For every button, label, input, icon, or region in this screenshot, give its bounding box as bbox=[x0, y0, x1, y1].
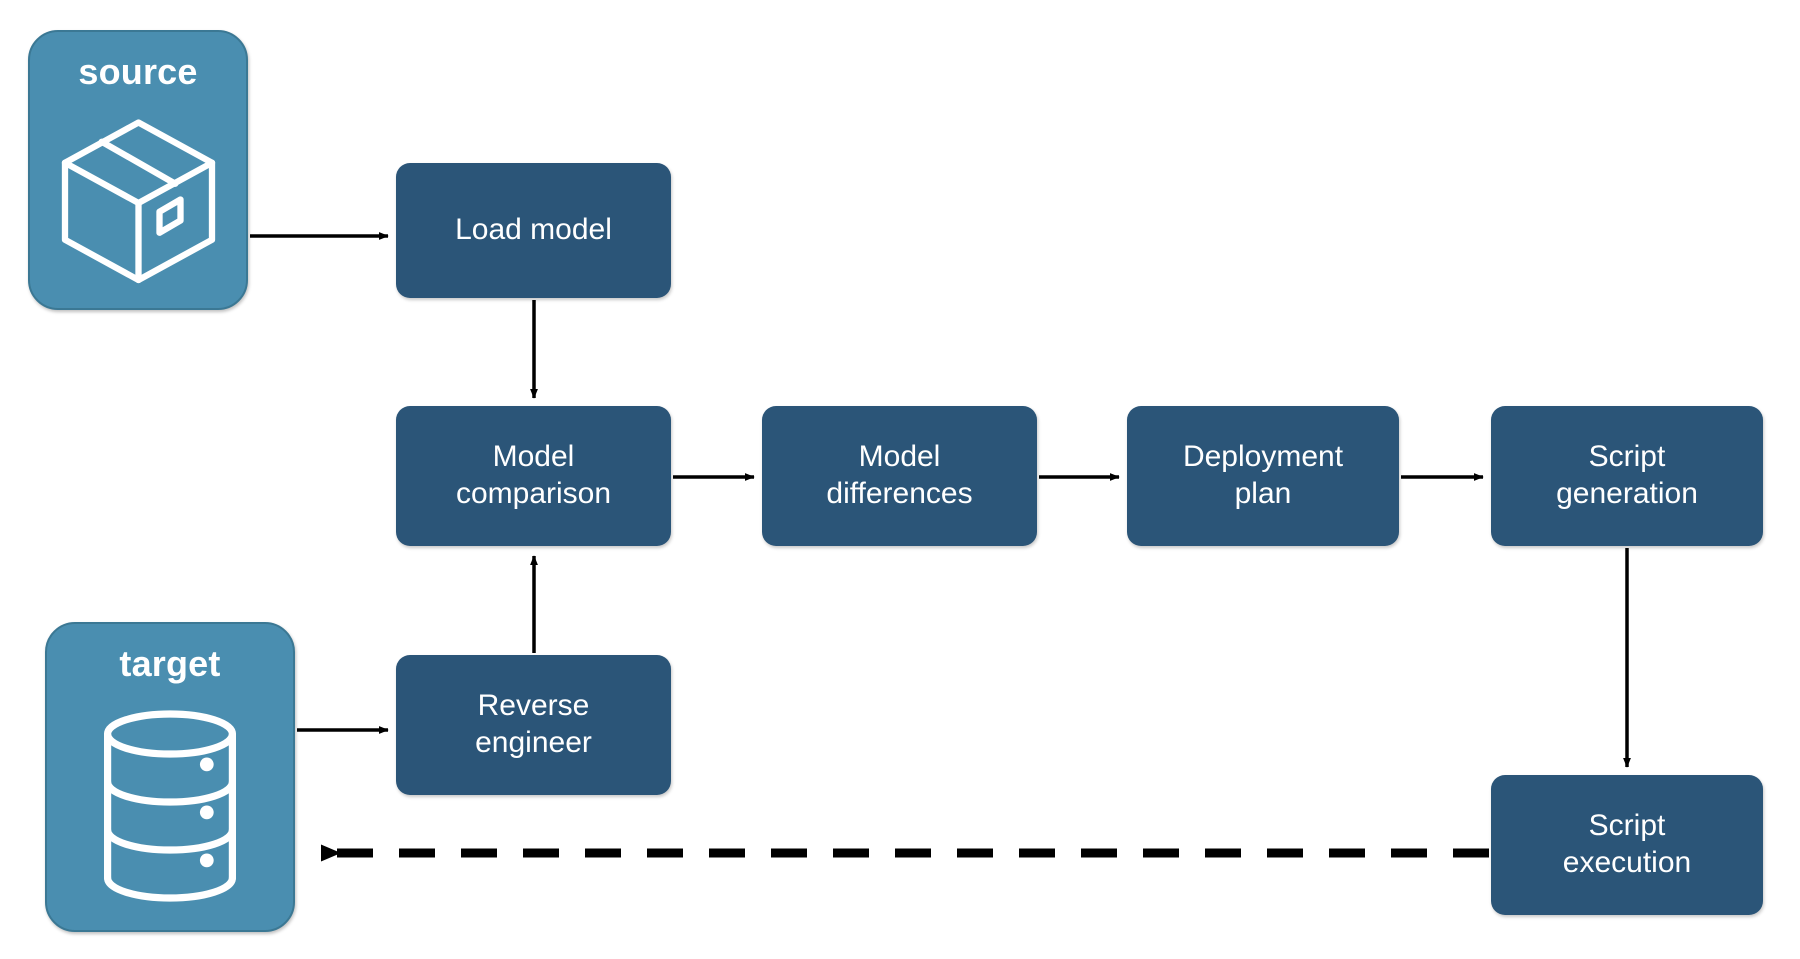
node-script-execution[interactable]: Script execution bbox=[1491, 775, 1763, 915]
node-script-execution-line-1: Script bbox=[1588, 809, 1666, 843]
node-deployment-plan[interactable]: Deployment plan bbox=[1127, 406, 1399, 546]
node-script-generation[interactable]: Script generation bbox=[1491, 406, 1763, 546]
node-reverse-engineer[interactable]: Reverse engineer bbox=[396, 655, 671, 795]
node-script-execution-line-2: execution bbox=[1562, 846, 1692, 879]
node-model-comparison-line-2: comparison bbox=[455, 477, 612, 510]
endpoint-label-target: target bbox=[119, 643, 221, 684]
node-load-model[interactable]: Load model bbox=[396, 163, 671, 298]
node-deployment-plan-line-1: Deployment bbox=[1182, 440, 1344, 474]
node-reverse-engineer-line-1: Reverse bbox=[477, 689, 590, 723]
node-script-generation-line-2: generation bbox=[1556, 477, 1698, 510]
endpoint-card-target[interactable]: target bbox=[45, 622, 295, 932]
node-load-model-line-1: Load model bbox=[455, 213, 612, 247]
database-cylinder-icon bbox=[47, 682, 293, 930]
node-reverse-engineer-line-2: engineer bbox=[475, 726, 592, 759]
node-model-differences-line-2: differences bbox=[826, 477, 973, 510]
endpoint-label-source: source bbox=[78, 51, 198, 92]
node-model-comparison-line-1: Model bbox=[492, 440, 575, 474]
node-model-differences-line-1: Model bbox=[858, 440, 941, 474]
node-model-comparison[interactable]: Model comparison bbox=[396, 406, 671, 546]
node-model-differences[interactable]: Model differences bbox=[762, 406, 1037, 546]
node-deployment-plan-line-2: plan bbox=[1234, 477, 1292, 510]
endpoint-card-source[interactable]: source bbox=[28, 30, 248, 310]
node-script-generation-line-1: Script bbox=[1588, 440, 1666, 474]
package-box-icon bbox=[30, 90, 246, 308]
